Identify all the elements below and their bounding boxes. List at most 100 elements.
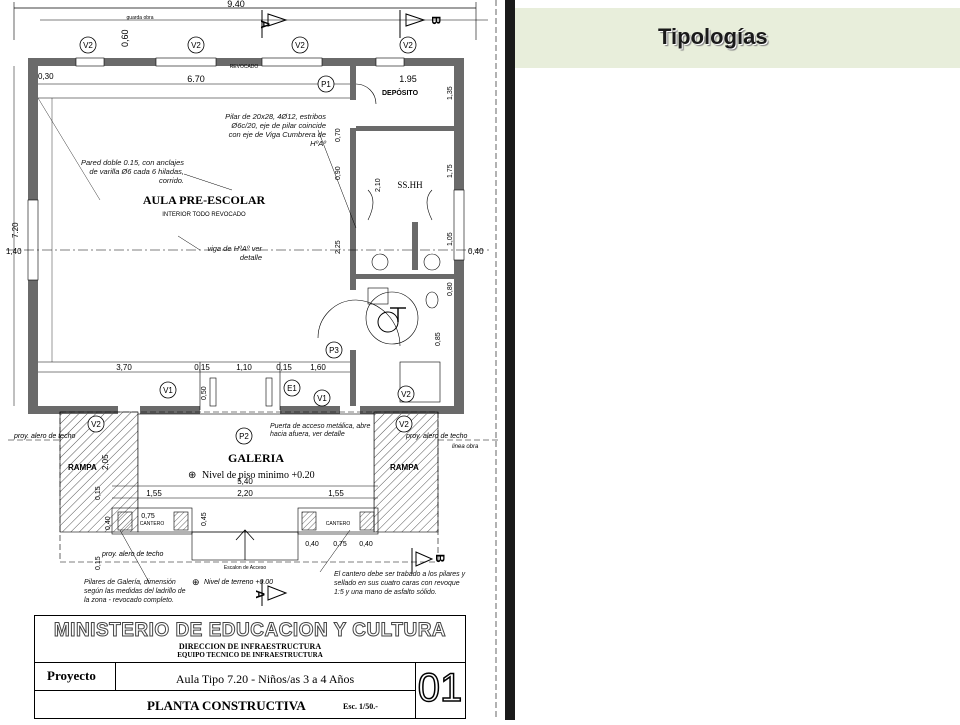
note-pared: Pared doble 0.15, con anclajes de varill… bbox=[81, 158, 184, 185]
cantero-right-label: CANTERO bbox=[326, 521, 351, 527]
title-bar: Tipologías bbox=[515, 8, 960, 68]
dim-total-width: 9.40 bbox=[227, 0, 245, 9]
dim-670: 6.70 bbox=[187, 74, 205, 84]
dim-205: 2,05 bbox=[101, 454, 110, 470]
note-cantero: El cantero debe ser trabado a los pilare… bbox=[334, 571, 466, 596]
svg-text:P1: P1 bbox=[321, 80, 331, 89]
tag-v1-b: V1 bbox=[313, 389, 331, 407]
tag-v1-a: V1 bbox=[159, 381, 177, 399]
svg-text:V2: V2 bbox=[191, 41, 201, 50]
title-block: MINISTERIO DE EDUCACION Y CULTURA DIRECC… bbox=[34, 615, 466, 719]
svg-text:V2: V2 bbox=[295, 41, 305, 50]
tag-v2-b: V2 bbox=[187, 36, 205, 54]
dim-060: 0,60 bbox=[120, 29, 130, 47]
dim-080: 0,80 bbox=[447, 282, 454, 296]
tag-p2: P2 bbox=[235, 427, 253, 445]
revocado-label: REVOCADO bbox=[230, 64, 259, 70]
svg-text:V1: V1 bbox=[317, 394, 327, 403]
svg-text:V1: V1 bbox=[163, 386, 173, 395]
note-pilares-galeria: Pilares de Galería, dimensión según las … bbox=[84, 579, 186, 604]
dim-155a: 1,55 bbox=[146, 489, 162, 498]
proyecto-label: Proyecto bbox=[47, 668, 96, 683]
section-mark-b-bottom: B bbox=[433, 554, 447, 563]
note-viga: viga de HºAº ver detalle bbox=[207, 244, 262, 262]
rampa-right-label: RAMPA bbox=[390, 463, 419, 472]
dim-075a: 0,75 bbox=[141, 513, 155, 520]
dim-015d: 0,15 bbox=[95, 556, 102, 570]
proy-alero-right: proy. alero de techo bbox=[405, 433, 467, 440]
dim-225: 2,25 bbox=[335, 240, 342, 254]
section-mark-b-top: B bbox=[429, 16, 443, 25]
linea-obra-label: linea obra bbox=[452, 444, 479, 450]
escala-label: Esc. 1/50.- bbox=[343, 702, 378, 711]
dim-090: 0,90 bbox=[335, 166, 342, 180]
nivel-terreno-icon: ⊕ bbox=[192, 577, 200, 587]
svg-text:V2: V2 bbox=[83, 41, 93, 50]
dim-015b: 0,15 bbox=[276, 363, 292, 372]
dim-040a: 0,40 bbox=[105, 516, 112, 530]
note-pilar: Pilar de 20x28, 4Ø12, estribos Ø6c/20, e… bbox=[225, 112, 326, 148]
cantero-left-label: CANTERO bbox=[140, 521, 165, 527]
dim-040-right: 0,40 bbox=[468, 247, 484, 256]
dim-720: 7.20 bbox=[11, 222, 20, 238]
tag-e1: E1 bbox=[283, 379, 301, 397]
dim-050: 0,50 bbox=[201, 386, 208, 400]
sheet-number: 01 bbox=[417, 665, 463, 711]
dim-045: 0,45 bbox=[201, 512, 208, 526]
dim-070: 0,70 bbox=[335, 128, 342, 142]
svg-text:V2: V2 bbox=[403, 41, 413, 50]
tag-p3: P3 bbox=[325, 341, 343, 359]
tag-v2-d: V2 bbox=[399, 36, 417, 54]
dim-370: 3,70 bbox=[116, 363, 132, 372]
dim-220: 2,20 bbox=[237, 489, 253, 498]
section-mark-a-bottom: A bbox=[253, 590, 267, 599]
svg-text:V2: V2 bbox=[399, 420, 409, 429]
nivel-piso-label: Nivel de piso minimo +0.20 bbox=[202, 470, 315, 481]
page-title: Tipologías bbox=[658, 24, 768, 49]
dim-110: 1,10 bbox=[236, 363, 252, 372]
dim-175: 1,75 bbox=[447, 164, 454, 178]
rampa-left-label: RAMPA bbox=[68, 463, 97, 472]
floor-plan-drawing: 9.40 guarda obra A B bbox=[6, 0, 500, 720]
panel-divider bbox=[505, 0, 515, 720]
dim-075b: 0,75 bbox=[333, 541, 347, 548]
cantero-left bbox=[111, 507, 193, 535]
svg-text:P2: P2 bbox=[239, 432, 249, 441]
planta-label: PLANTA CONSTRUCTIVA bbox=[147, 698, 306, 713]
north-wall bbox=[28, 58, 462, 66]
wheelchair-icon bbox=[365, 291, 419, 345]
equipo-title: EQUIPO TECNICO DE INFRAESTRUCTURA bbox=[177, 651, 323, 659]
dim-540: 5,40 bbox=[237, 477, 253, 486]
proyecto-value: Aula Tipo 7.20 - Niños/as 3 a 4 Años bbox=[175, 672, 355, 686]
room-aula-sub: INTERIOR TODO REVOCADO bbox=[162, 212, 246, 218]
escalon-label: Escalon de Acceso bbox=[224, 565, 266, 571]
direccion-title: DIRECCION DE INFRAESTRUCTURA bbox=[178, 642, 322, 651]
svg-text:V2: V2 bbox=[401, 390, 411, 399]
dim-040b: 0,40 bbox=[305, 541, 319, 548]
proy-alero-left: proy. alero de techo bbox=[13, 433, 75, 440]
dim-155b: 1,55 bbox=[328, 489, 344, 498]
svg-text:P3: P3 bbox=[329, 346, 339, 355]
room-sshh-label: SS.HH bbox=[397, 180, 423, 190]
floor-plan-svg: 9.40 guarda obra A B bbox=[6, 0, 500, 720]
guarda-obra-label: guarda obra bbox=[127, 15, 154, 21]
dim-015a: 0,15 bbox=[194, 363, 210, 372]
partition-wall bbox=[350, 66, 356, 406]
tag-v2-a: V2 bbox=[79, 36, 97, 54]
svg-text:V2: V2 bbox=[91, 420, 101, 429]
dim-040c: 0,40 bbox=[359, 541, 373, 548]
room-deposito-label: DEPÓSITO bbox=[382, 88, 419, 97]
dim-210: 2,10 bbox=[375, 178, 382, 192]
room-aula-label: AULA PRE-ESCOLAR bbox=[143, 193, 266, 207]
dim-160: 1,60 bbox=[310, 363, 326, 372]
ministerio-title: MINISTERIO DE EDUCACION Y CULTURA bbox=[53, 620, 447, 642]
svg-text:E1: E1 bbox=[287, 384, 297, 393]
dim-015c: 0,15 bbox=[95, 486, 102, 500]
nivel-terreno-label: Nivel de terreno +0.00 bbox=[204, 579, 273, 586]
tag-v2-c: V2 bbox=[291, 36, 309, 54]
tag-v2-e: V2 bbox=[87, 415, 105, 433]
nivel-piso-icon: ⊕ bbox=[188, 470, 196, 481]
dim-135: 1,35 bbox=[447, 86, 454, 100]
dim-105: 1,05 bbox=[447, 232, 454, 246]
tag-v2-f: V2 bbox=[397, 385, 415, 403]
